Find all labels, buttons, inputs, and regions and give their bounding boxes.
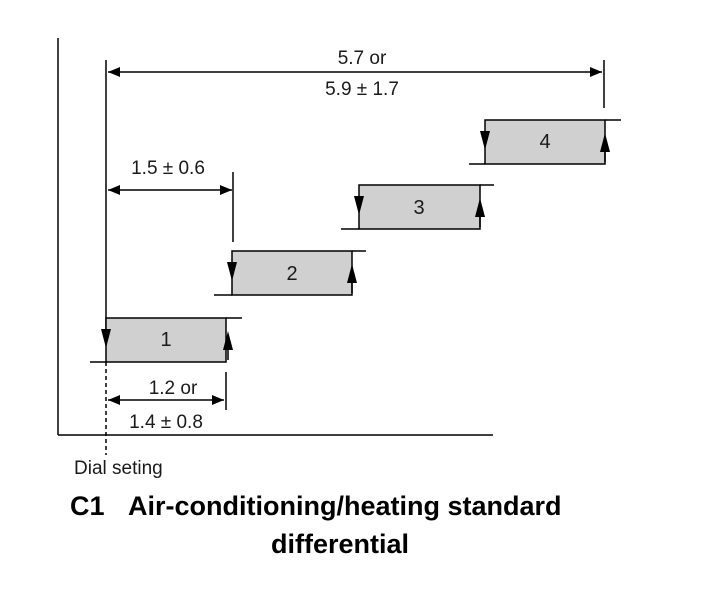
overall-dim-label-line1: 5.7 or [338,48,387,69]
diff-dim-label-line1: 1.2 or [149,378,198,399]
overall-dim-label-line2: 5.9 ± 1.7 [325,79,399,100]
dial-setting-label: Dial seting [74,458,163,479]
down-arrow-icon [101,329,111,348]
step-3: 3 [341,184,494,230]
down-arrow-icon [227,262,237,281]
figure-title-line2: differential [271,529,409,559]
up-arrow-icon [223,331,233,350]
step-2-label: 2 [286,263,297,285]
figure-title-line1: Air-conditioning/heating standard [128,491,562,521]
up-arrow-icon [600,133,610,152]
down-arrow-icon [480,131,490,150]
step-width-dim-label: 1.5 ± 0.6 [131,158,205,179]
diff-dim-label-line2: 1.4 ± 0.8 [129,412,203,433]
down-arrow-icon [354,196,364,215]
figure-title-code: C1 [70,491,105,521]
step-3-label: 3 [413,197,424,219]
step-4: 4 [469,119,621,165]
up-arrow-icon [475,198,485,217]
step-1: 1 [90,317,242,363]
step-2: 2 [214,250,366,296]
up-arrow-icon [347,264,357,283]
step-4-label: 4 [539,131,550,153]
step-1-label: 1 [160,329,171,351]
